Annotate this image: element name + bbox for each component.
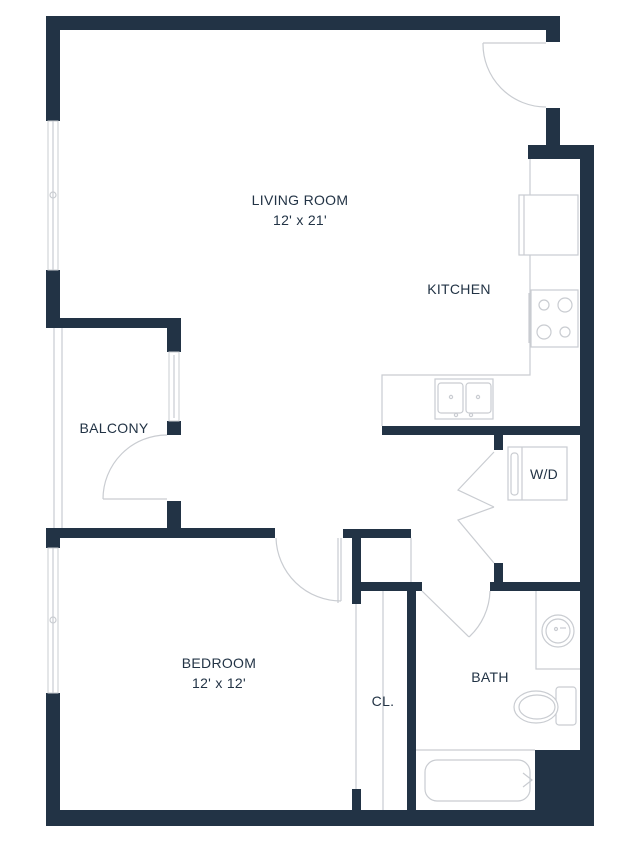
double-sink-icon [434, 378, 494, 420]
washer-dryer-name: W/D [529, 466, 559, 482]
toilet-icon [513, 686, 577, 726]
bath-name: BATH [471, 669, 509, 685]
living-room-name: LIVING ROOM [251, 192, 349, 208]
interior-walls [46, 318, 594, 820]
windows [47, 120, 180, 694]
refrigerator-icon [518, 194, 579, 256]
washer-dryer-label: W/D [530, 464, 558, 484]
kitchen-label: KITCHEN [427, 279, 491, 299]
bath-label: BATH [471, 667, 509, 687]
hall-closet-lines [337, 538, 412, 603]
balcony-name: BALCONY [79, 420, 149, 436]
bathroom-sink-icon [535, 591, 580, 670]
stove-icon [528, 289, 579, 348]
bath-fixtures [416, 591, 580, 802]
closet-label: CL. [372, 691, 395, 711]
closet-name: CL. [371, 693, 395, 709]
balcony-label: BALCONY [79, 418, 148, 438]
living-room-label: LIVING ROOM 12' x 21' [252, 190, 349, 230]
kitchen-name: KITCHEN [427, 281, 491, 297]
doors [102, 42, 547, 810]
bathtub-icon [416, 749, 535, 802]
living-room-dimensions: 12' x 21' [273, 212, 327, 228]
exterior-walls [46, 16, 594, 826]
bedroom-label: BEDROOM 12' x 12' [182, 653, 256, 693]
kitchen-fixtures [381, 159, 579, 426]
washer-dryer-icon [507, 446, 568, 501]
bedroom-dimensions: 12' x 12' [192, 675, 246, 691]
bedroom-name: BEDROOM [181, 655, 257, 671]
